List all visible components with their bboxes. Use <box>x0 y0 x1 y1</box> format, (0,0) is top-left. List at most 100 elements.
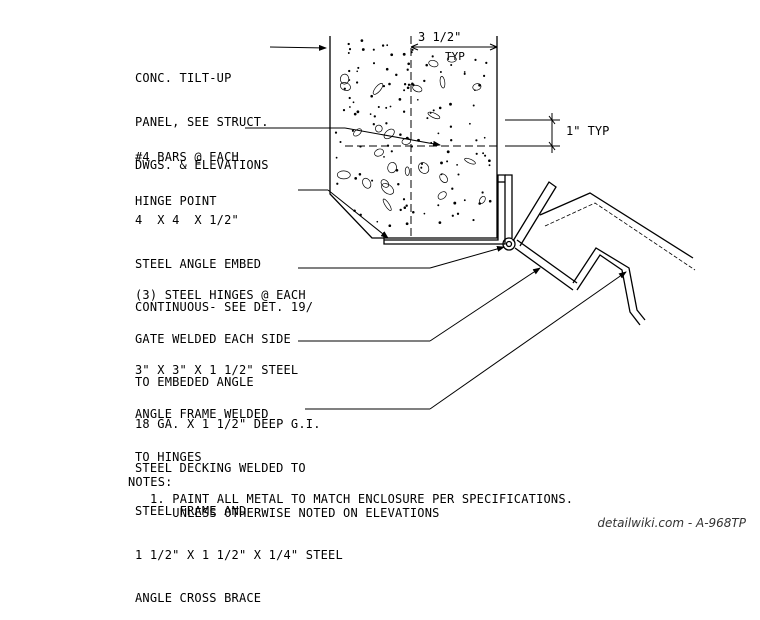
aggregate-dot <box>446 160 449 163</box>
callout-bars-line: #4 BARS @ EACH <box>135 150 239 164</box>
angle-frame <box>512 181 578 291</box>
aggregate-dot <box>336 182 339 185</box>
callout-frame-line: ANGLE FRAME WELDED <box>135 406 269 421</box>
callout-hinges-line: TO EMBEDED ANGLE <box>135 375 254 389</box>
aggregate-stone <box>381 183 394 195</box>
aggregate-dot <box>411 48 414 51</box>
aggregate-stone <box>418 162 430 174</box>
aggregate-dot <box>334 131 338 134</box>
aggregate-dot <box>372 123 375 126</box>
aggregate-dot <box>352 101 355 104</box>
aggregate-dot <box>425 63 428 67</box>
aggregate-dot <box>426 117 429 120</box>
aggregate-dot <box>371 179 374 182</box>
aggregate-dot <box>342 108 346 112</box>
dimension-width <box>410 43 498 51</box>
detail-drawing <box>245 36 696 410</box>
watermark: detailwiki.com - A-968TP <box>597 516 746 530</box>
aggregate-stone <box>472 83 482 91</box>
aggregate-dot <box>405 204 408 207</box>
aggregate-dot <box>449 102 452 106</box>
callout-frame: 3" X 3" X 1 1/2" STEEL ANGLE FRAME WELDE… <box>135 334 298 479</box>
aggregate-dot <box>369 113 372 115</box>
aggregate-dot <box>403 206 407 209</box>
callout-frame-line: TO HINGES <box>135 450 202 464</box>
callout-bars-line: HINGE POINT <box>135 193 217 208</box>
aggregate-dot <box>403 89 406 92</box>
aggregate-dot <box>348 47 352 51</box>
aggregate-stone <box>375 124 383 133</box>
aggregate-dot <box>402 52 406 56</box>
aggregate-stone <box>464 157 476 165</box>
aggregate-dot <box>358 173 362 176</box>
dimension-width-note: TYP <box>445 50 465 63</box>
aggregate-stone <box>427 111 441 120</box>
aggregate-dot <box>354 177 358 180</box>
aggregate-dot <box>355 81 359 84</box>
aggregate-dot <box>351 129 354 132</box>
notes-heading: NOTES: <box>128 475 173 489</box>
aggregate-dot <box>484 154 487 157</box>
aggregate-dot <box>377 105 380 109</box>
callout-panel-line: PANEL, SEE STRUCT. <box>135 114 269 129</box>
steel-decking <box>539 192 696 326</box>
rebar <box>345 36 498 238</box>
aggregate-dot <box>381 44 385 47</box>
aggregate-dot <box>335 156 338 159</box>
aggregate-dot <box>474 58 477 61</box>
aggregate-stone <box>362 177 372 189</box>
aggregate-dot <box>420 166 423 169</box>
callout-panel-line: DWGS. & ELEVATIONS <box>135 158 269 172</box>
steel-angle-embed <box>383 174 513 245</box>
aggregate-dot <box>423 212 426 215</box>
note-item-1: 1. PAINT ALL METAL TO MATCH ENCLOSURE PE… <box>150 492 574 506</box>
aggregate-stone <box>428 59 439 68</box>
aggregate-dot <box>353 112 357 116</box>
callout-decking-line: 18 GA. X 1 1/2" DEEP G.I. <box>135 417 321 431</box>
aggregate-dot <box>390 150 393 153</box>
aggregate-dot <box>429 112 432 114</box>
aggregate-dot <box>463 199 466 202</box>
aggregate-dot <box>469 122 471 125</box>
note-item-1-cont: UNLESS OTHERWISE NOTED ON ELEVATIONS <box>150 506 440 520</box>
aggregate-dot <box>446 150 450 154</box>
aggregate-dot <box>438 221 442 224</box>
aggregate-dot <box>349 106 351 108</box>
aggregate-dot <box>402 198 406 201</box>
aggregate-dot <box>453 201 457 205</box>
aggregate-stone <box>380 179 390 188</box>
leader-hinges-diag <box>429 246 505 269</box>
aggregate-dot <box>437 132 440 135</box>
callout-decking-line: STEEL FRAME AND <box>135 504 247 518</box>
callout-embed: 4 X 4 X 1/2" STEEL ANGLE EMBED CONTINUOU… <box>135 184 313 329</box>
aggregate-dot <box>481 191 484 194</box>
aggregate-stone <box>446 56 457 63</box>
aggregate-dot <box>348 69 351 73</box>
aggregate-dot <box>412 210 415 214</box>
aggregate-stone <box>353 128 362 137</box>
aggregate-dot <box>389 105 392 108</box>
aggregate-stone <box>336 170 351 180</box>
callout-decking-line: ANGLE CROSS BRACE <box>135 591 262 605</box>
dimension-offset-label: 1" TYP <box>566 124 610 138</box>
aggregate-dot <box>439 71 442 73</box>
concrete-panel <box>329 36 498 239</box>
aggregate-stone <box>383 128 395 140</box>
aggregate-dot <box>388 224 392 228</box>
callout-panel: CONC. TILT-UP PANEL, SEE STRUCT. DWGS. &… <box>135 42 269 187</box>
aggregate-dot <box>420 162 424 165</box>
callout-embed-line: CONTINUOUS- SEE DET. 19/ <box>135 300 314 314</box>
aggregate-dot <box>347 42 350 46</box>
callout-decking-line: 1 1/2" X 1 1/2" X 1/4" STEEL <box>135 547 343 562</box>
aggregate-stone <box>479 195 486 204</box>
aggregate-stone <box>374 148 384 157</box>
aggregate-dot <box>343 87 346 90</box>
callout-frame-line: 3" X 3" X 1 1/2" STEEL <box>135 363 299 377</box>
aggregate-dot <box>339 140 342 144</box>
aggregate-dot <box>397 182 400 186</box>
aggregate-stone <box>382 198 392 211</box>
aggregate-dot <box>360 39 364 42</box>
steel-hinge <box>502 237 516 251</box>
aggregate-stone <box>387 162 397 174</box>
aggregate-dot <box>431 55 434 58</box>
